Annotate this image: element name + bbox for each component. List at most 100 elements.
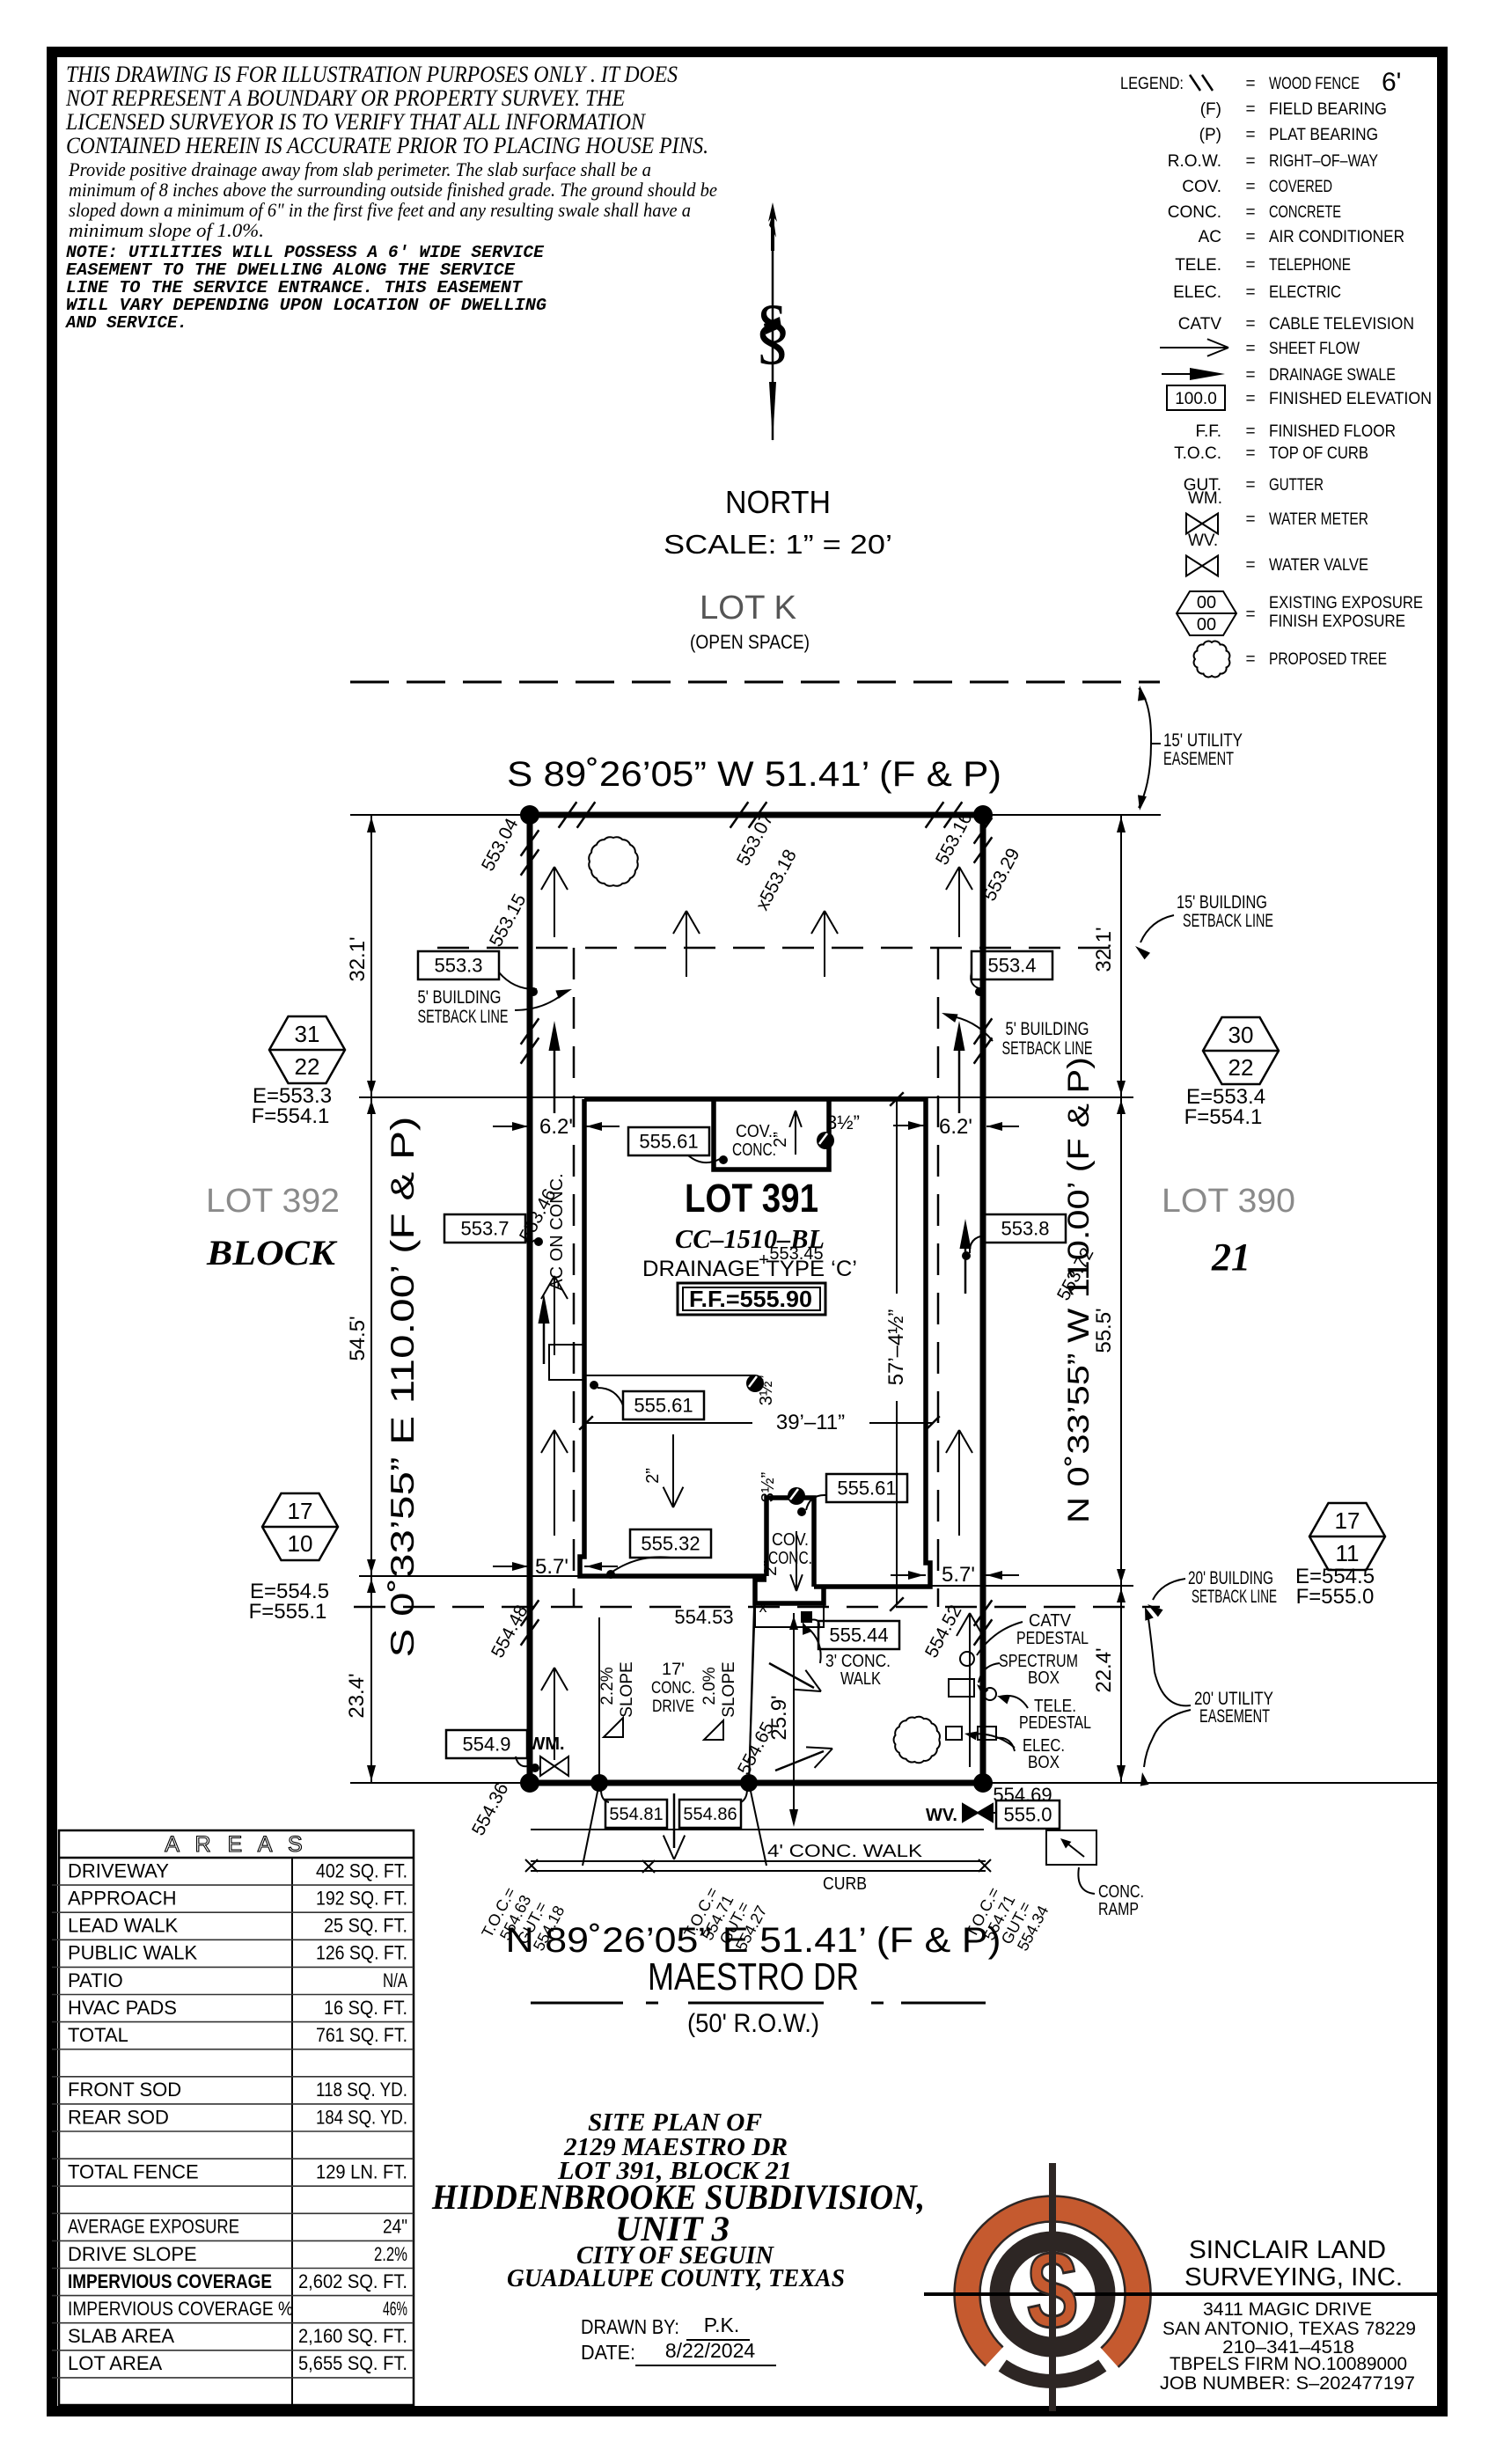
svg-text:SETBACK LINE: SETBACK LINE [1192,1587,1277,1607]
svg-text:DRAINAGE TYPE ‘C’: DRAINAGE TYPE ‘C’ [642,1257,857,1281]
svg-text:LOT AREA: LOT AREA [68,2352,163,2374]
svg-text:CC–1510–BL: CC–1510–BL [675,1223,825,1254]
svg-text:APPROACH: APPROACH [68,1887,176,1909]
svg-text:LEGEND:: LEGEND: [1120,75,1184,93]
svg-text:TELE.: TELE. [1034,1697,1076,1716]
svg-text:46%: 46% [383,2298,407,2320]
svg-text:20' UTILITY: 20' UTILITY [1194,1689,1273,1709]
svg-text:15' BUILDING: 15' BUILDING [1177,892,1267,913]
svg-text:129 LN. FT.: 129 LN. FT. [316,2160,407,2182]
svg-text:FRONT SOD: FRONT SOD [68,2079,181,2101]
svg-text:00: 00 [1197,615,1216,634]
svg-text:57’–4½”: 57’–4½” [884,1309,908,1386]
svg-text:210–341–4518: 210–341–4518 [1222,2337,1354,2358]
svg-text:2.2%: 2.2% [598,1667,617,1705]
svg-text:SCALE: 1” = 20’: SCALE: 1” = 20’ [664,529,892,560]
svg-text:MAESTRO DR: MAESTRO DR [648,1955,859,1998]
svg-text:BOX: BOX [1028,1668,1060,1688]
svg-text:5.7': 5.7' [942,1563,975,1587]
svg-text:+: + [759,1250,769,1270]
svg-text:PLAT BEARING: PLAT BEARING [1269,126,1378,144]
svg-text:CITY OF SEGUIN: CITY OF SEGUIN [576,2242,775,2270]
svg-text:5' BUILDING: 5' BUILDING [1006,1019,1089,1039]
svg-text:TELE.: TELE. [1175,256,1221,275]
svg-text:2,160 SQ. FT.: 2,160 SQ. FT. [298,2325,407,2347]
svg-text:25.9': 25.9' [767,1695,791,1740]
svg-text:554.53: 554.53 [674,1606,733,1628]
svg-text:=: = [1245,510,1255,529]
svg-text:11: 11 [1336,1540,1360,1566]
svg-text:S 0˚33’55” E 110.00’ (F & P): S 0˚33’55” E 110.00’ (F & P) [385,1117,421,1658]
svg-text:25 SQ. FT.: 25 SQ. FT. [324,1915,407,1937]
svg-text:E=553.4: E=553.4 [1186,1085,1265,1109]
svg-text:761 SQ. FT.: 761 SQ. FT. [316,2024,407,2046]
svg-text:553.7: 553.7 [460,1218,509,1240]
svg-text:22: 22 [1228,1054,1254,1081]
svg-text:SITE PLAN OF: SITE PLAN OF [588,2109,762,2137]
svg-text:22.4': 22.4' [1092,1647,1116,1692]
svg-text:555.0: 555.0 [1003,1804,1052,1826]
svg-text:ELEC.: ELEC. [1023,1736,1065,1756]
svg-text:CATV: CATV [1178,315,1222,334]
svg-text:3411 MAGIC DRIVE: 3411 MAGIC DRIVE [1203,2299,1372,2320]
svg-text:6.2': 6.2' [539,1115,573,1139]
svg-text:GUTTER: GUTTER [1269,476,1324,495]
svg-text:PATIO: PATIO [68,1969,123,1991]
svg-text:554.86: 554.86 [683,1805,737,1824]
svg-text:WOOD FENCE: WOOD FENCE [1269,75,1360,93]
svg-text:EASEMENT TO THE DWELLING A: EASEMENT TO THE DWELLING ALONG THE SERVI… [66,260,516,280]
svg-text:F.F.: F.F. [1195,422,1221,441]
svg-text:N/A: N/A [383,1969,407,1991]
svg-text:CONC.: CONC. [732,1140,776,1160]
svg-text:23.4': 23.4' [345,1673,369,1718]
svg-text:=: = [1245,100,1255,119]
svg-text:AC: AC [1199,228,1221,246]
svg-text:32.1': 32.1' [346,936,370,981]
svg-text:THIS DRAWING IS FOR ILLUSTRATI: THIS DRAWING IS FOR ILLUSTRATION PURPOSE… [66,62,678,87]
svg-text:DRAWN BY:: DRAWN BY: [581,2315,679,2338]
svg-text:8/22/2024: 8/22/2024 [665,2339,756,2362]
svg-text:WILL VARY DEPENDING UPON L: WILL VARY DEPENDING UPON LOCATION OF DWE… [66,296,547,315]
svg-text:PEDESTAL: PEDESTAL [1019,1713,1091,1733]
svg-text:FINISH EXPOSURE: FINISH EXPOSURE [1269,612,1405,631]
svg-text:HVAC PADS: HVAC PADS [68,1997,177,2019]
svg-text:20' BUILDING: 20' BUILDING [1188,1568,1273,1588]
svg-text:SLOPE: SLOPE [618,1661,636,1717]
svg-text:EXISTING EXPOSURE: EXISTING EXPOSURE [1269,594,1423,612]
svg-text:32.1': 32.1' [1092,927,1116,972]
svg-text:2,602 SQ. FT.: 2,602 SQ. FT. [298,2270,407,2292]
svg-text:NORTH: NORTH [725,484,831,520]
svg-text:2.2%: 2.2% [374,2243,407,2265]
svg-text:IMPERVIOUS COVERAGE %: IMPERVIOUS COVERAGE % [68,2298,293,2320]
svg-text:WATER METER: WATER METER [1269,510,1368,529]
svg-text:WV.: WV. [926,1806,957,1825]
svg-text:=: = [1245,444,1255,463]
svg-text:554.81: 554.81 [609,1805,663,1824]
svg-text:S 89˚26’05” W 51.41’ (F & P): S 89˚26’05” W 51.41’ (F & P) [507,755,1001,794]
svg-text:DRIVEWAY: DRIVEWAY [68,1859,169,1881]
svg-text:118 SQ. YD.: 118 SQ. YD. [316,2079,407,2101]
svg-text:=: = [1245,283,1255,302]
svg-text:CONC.: CONC. [651,1679,695,1698]
svg-text:00: 00 [1197,593,1216,612]
svg-text:CONC.: CONC. [1098,1882,1144,1902]
svg-text:=: = [1245,390,1255,408]
svg-text:554.69: 554.69 [993,1784,1052,1806]
svg-text:5,655 SQ. FT.: 5,655 SQ. FT. [298,2352,407,2374]
svg-text:=: = [1245,340,1255,358]
svg-text:4' CONC. WALK: 4' CONC. WALK [767,1842,923,1861]
svg-text:N 0˚33’55” W 110.00’ (F & P): N 0˚33’55” W 110.00’ (F & P) [1062,1057,1096,1523]
svg-text:22: 22 [295,1053,320,1080]
svg-text:§: § [754,290,791,372]
svg-text:PROPOSED TREE: PROPOSED TREE [1269,650,1387,669]
svg-text:GUADALUPE COUNTY, TEXAS: GUADALUPE COUNTY, TEXAS [507,2265,845,2292]
svg-text:553.45: 553.45 [769,1244,823,1264]
svg-text:x: x [759,1598,767,1616]
svg-text:CONCRETE: CONCRETE [1269,203,1341,222]
svg-text:CONC.: CONC. [1168,203,1221,222]
svg-text:55.5': 55.5' [1092,1308,1116,1353]
svg-text:16 SQ. FT.: 16 SQ. FT. [324,1997,407,2019]
svg-text:SLAB AREA: SLAB AREA [68,2325,174,2347]
svg-text:LEAD WALK: LEAD WALK [68,1915,178,1937]
svg-text:COVERED: COVERED [1269,178,1332,196]
